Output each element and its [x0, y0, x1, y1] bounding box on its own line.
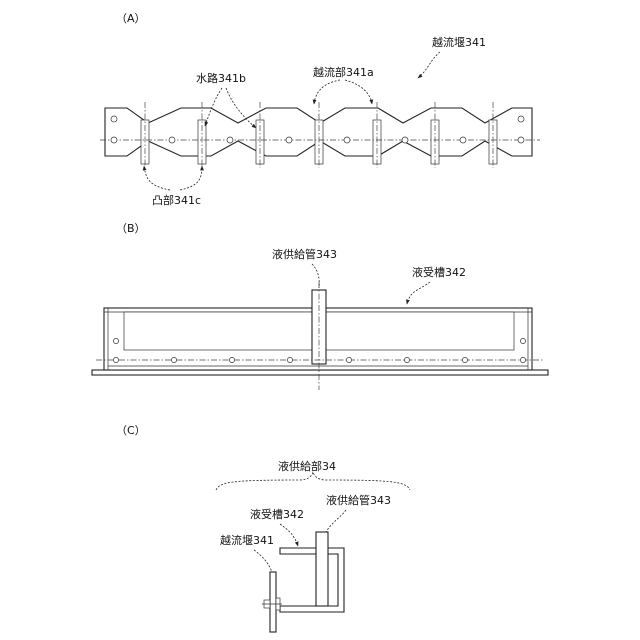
overflow-leader-right	[345, 80, 372, 104]
weir-leader-c	[254, 550, 272, 572]
pipe-label-b: 液供給管343	[272, 247, 337, 261]
panel-c: （C） 液供給部34 液供給管343 液受槽342 越流堰341	[116, 424, 410, 632]
tank-section	[280, 548, 344, 612]
overflow-leader-left	[314, 80, 340, 104]
panel-b-label: （B）	[116, 222, 146, 235]
weir-label-a: 越流堰341	[432, 35, 486, 49]
panel-a: （A）	[100, 12, 540, 207]
weir-leader-a	[418, 52, 440, 78]
protrusion-label: 凸部341c	[152, 193, 201, 207]
pipe-label-c: 液供給管343	[326, 493, 391, 507]
weir-label-c: 越流堰341	[220, 533, 274, 547]
unit-label: 液供給部34	[278, 459, 336, 473]
tank-label-c: 液受槽342	[250, 507, 304, 521]
overflow-label: 越流部341a	[313, 65, 374, 79]
panel-b: （B） 液供給管343 液受槽3	[92, 222, 548, 390]
tank-leader-b	[407, 282, 430, 304]
protrusion-leader-right	[180, 166, 202, 190]
protrusion-leader-left	[144, 166, 170, 190]
pipe-leader-b	[312, 264, 319, 288]
base-plate	[92, 370, 548, 375]
channel-leader-left	[205, 88, 222, 126]
tank-leader-c	[280, 524, 298, 546]
weir-plate-c	[270, 572, 276, 632]
channel-label: 水路341b	[196, 72, 246, 85]
panel-c-label: （C）	[116, 424, 146, 437]
pipe-leader-c	[326, 510, 346, 532]
panel-a-label: （A）	[116, 12, 146, 25]
supply-pipe-c	[316, 532, 328, 606]
unit-brace	[216, 472, 410, 490]
tank-label-b: 液受槽342	[412, 265, 466, 279]
